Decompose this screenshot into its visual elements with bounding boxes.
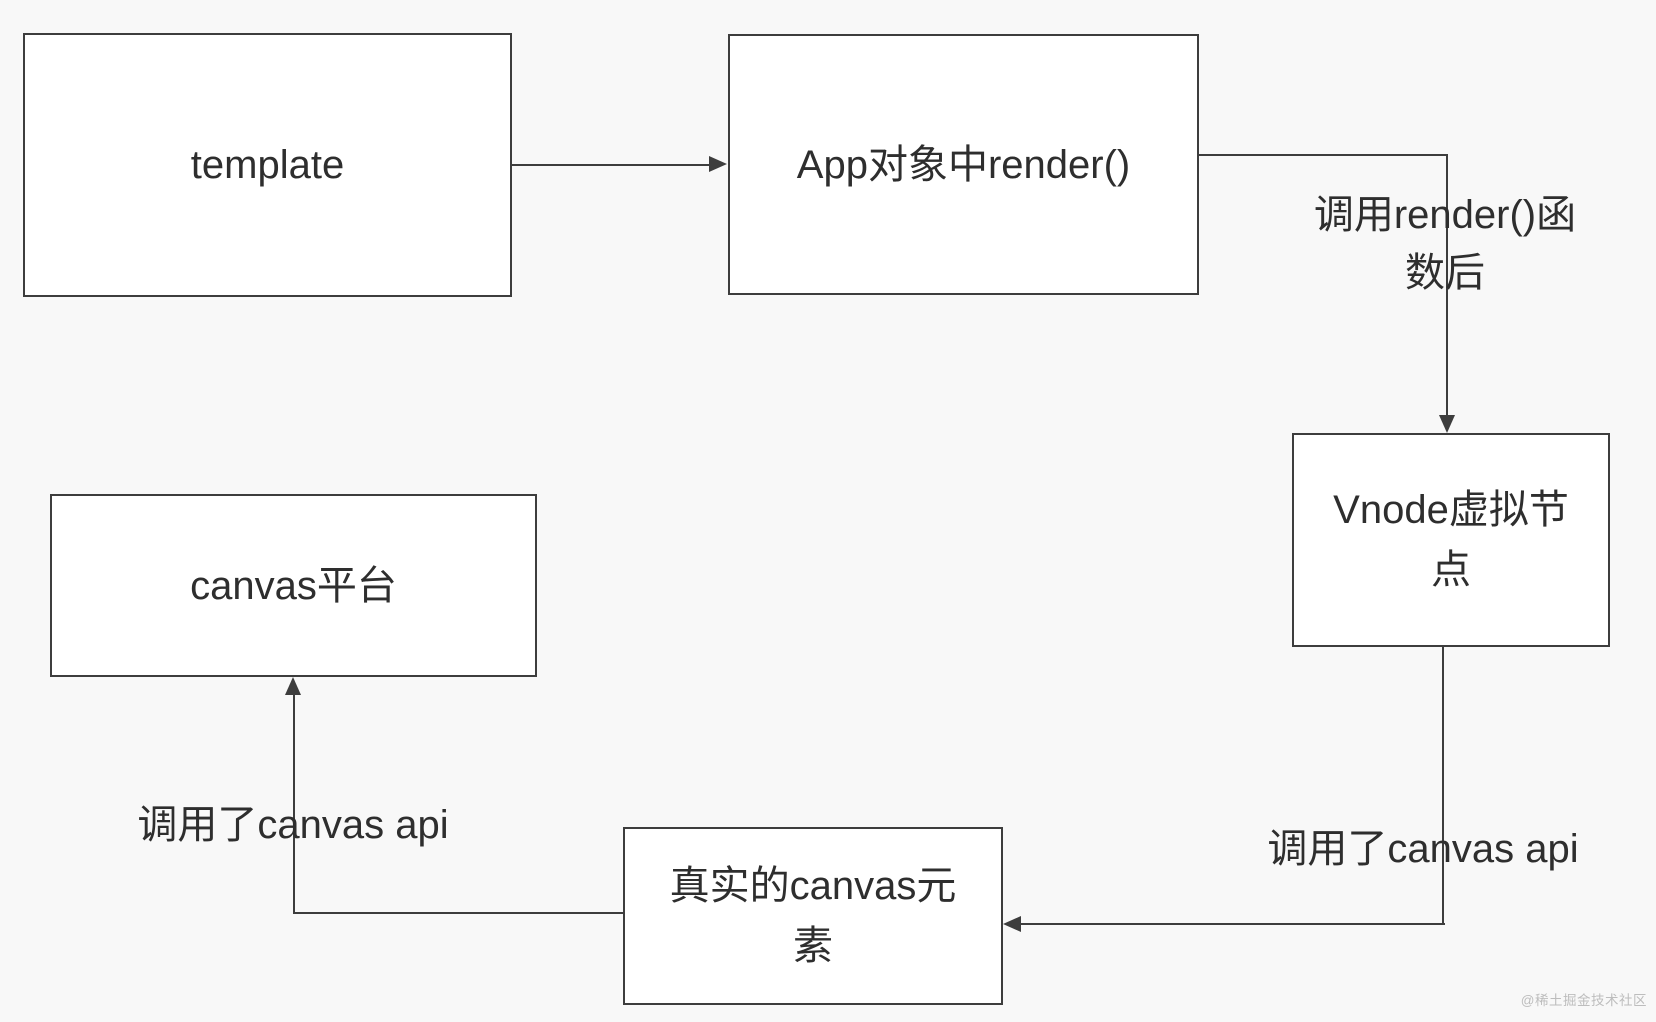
node-app-render: App对象中render() [728,34,1199,295]
edge-realcanvas-to-platform-line-vertical [293,695,295,914]
arrowhead-left-icon [1003,916,1021,932]
arrowhead-right-icon [709,156,727,172]
edge-vnode-to-realcanvas-line-vertical [1442,647,1444,924]
node-canvas-platform: canvas平台 [50,494,537,677]
edge-label-canvas-api-left: 调用了canvas api [137,803,449,847]
arrowhead-up-icon [285,677,301,695]
node-canvas-platform-label: canvas平台 [190,563,397,608]
edge-label-canvas-api-right: 调用了canvas api [1267,827,1579,871]
node-template: template [23,33,512,297]
watermark: @稀土掘金技术社区 [1520,993,1647,1008]
node-real-canvas-label: 真实的canvas元 素 [669,864,957,968]
edge-template-to-app-line [512,164,711,166]
edge-app-to-vnode-line-horizontal [1199,154,1448,156]
node-vnode: Vnode虚拟节 点 [1292,433,1610,647]
node-template-label: template [190,143,345,187]
edge-realcanvas-to-platform-line-horizontal [293,912,623,914]
edge-app-to-vnode-line-vertical [1446,154,1448,415]
edge-vnode-to-realcanvas-line-horizontal [1021,923,1445,925]
node-vnode-label: Vnode虚拟节 点 [1333,488,1569,592]
node-real-canvas: 真实的canvas元 素 [623,827,1003,1005]
node-app-render-label: App对象中render() [796,142,1131,187]
edge-label-render-call: 调用render()函 数后 [1313,193,1577,295]
arrowhead-down-icon [1439,415,1455,433]
